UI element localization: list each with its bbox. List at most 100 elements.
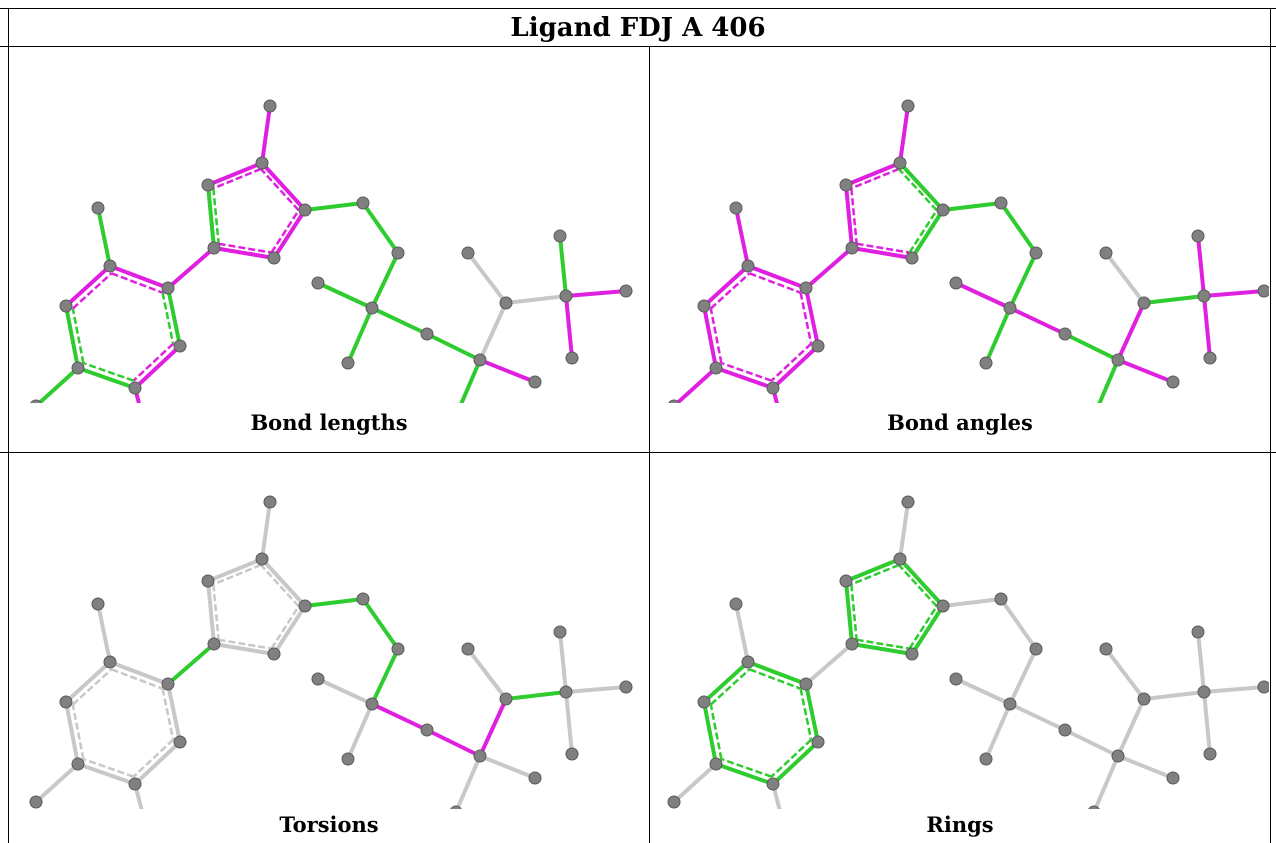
grid-line-header xyxy=(0,46,1276,47)
bond-8 xyxy=(1008,251,1038,310)
bond-2-inner xyxy=(212,584,220,640)
bond-1 xyxy=(206,557,264,583)
bond-18 xyxy=(1196,234,1206,298)
bond-1-inner xyxy=(850,167,900,190)
bond-7 xyxy=(361,597,400,651)
atom-8 xyxy=(1003,697,1017,711)
atom-8 xyxy=(1003,301,1017,315)
atom-20 xyxy=(565,747,579,761)
atom-10 xyxy=(979,356,993,370)
atom-22 xyxy=(173,339,187,353)
atom-14 xyxy=(1088,805,1100,809)
atom-21 xyxy=(799,677,813,691)
bond-9 xyxy=(316,281,374,310)
bond-4-inner xyxy=(908,605,938,650)
atom-26 xyxy=(741,259,755,273)
bond-16 xyxy=(466,251,508,305)
atom-4 xyxy=(267,251,281,265)
atom-18 xyxy=(559,685,573,699)
bond-12 xyxy=(425,728,482,758)
bond-9 xyxy=(316,677,374,706)
bond-8 xyxy=(370,647,400,706)
bond-25 xyxy=(64,700,80,766)
atom-4 xyxy=(267,647,281,661)
atom-23 xyxy=(766,777,780,791)
atom-5 xyxy=(936,203,950,217)
bond-12 xyxy=(1063,332,1120,362)
atom-17 xyxy=(553,625,567,639)
atom-7 xyxy=(391,246,405,260)
bond-24-inner xyxy=(82,757,134,778)
bond-19 xyxy=(564,685,628,694)
atom-19 xyxy=(619,680,633,694)
bond-15 xyxy=(478,301,508,362)
bond-3-inner xyxy=(218,638,272,650)
bond-5-inner xyxy=(897,564,938,608)
bond-24-inner xyxy=(720,757,772,778)
panel-torsions: Torsions xyxy=(10,454,648,843)
bond-2-inner xyxy=(850,188,858,244)
bond-4 xyxy=(272,208,307,260)
bond-21 xyxy=(166,246,216,290)
bond-14 xyxy=(459,358,482,403)
bond-16 xyxy=(1104,647,1146,701)
bond-0 xyxy=(898,500,910,561)
atom-14 xyxy=(450,805,462,809)
bond-27-inner xyxy=(749,668,802,690)
atom-9 xyxy=(311,276,325,290)
bond-17 xyxy=(504,294,568,305)
bond-2 xyxy=(206,579,216,646)
atom-21 xyxy=(161,677,175,691)
bond-30 xyxy=(133,386,141,403)
atom-13 xyxy=(528,771,542,785)
panel-bond-angles: Bond angles xyxy=(651,48,1269,451)
atom-6 xyxy=(356,196,370,210)
bond-18 xyxy=(558,234,568,298)
bond-11 xyxy=(1008,702,1067,732)
bond-22 xyxy=(804,286,820,348)
bond-0 xyxy=(260,500,272,561)
atom-9 xyxy=(311,672,325,686)
atom-16 xyxy=(461,642,475,656)
bond-30 xyxy=(133,782,144,809)
bond-29 xyxy=(36,366,80,403)
bond-11 xyxy=(370,702,429,732)
bond-24 xyxy=(714,366,775,390)
bond-4 xyxy=(272,604,307,656)
bond-25-inner xyxy=(71,308,85,364)
bond-1 xyxy=(844,557,902,583)
atom-20 xyxy=(1203,351,1217,365)
bond-1-inner xyxy=(212,563,262,586)
atom-20 xyxy=(565,351,579,365)
bond-17 xyxy=(1142,294,1206,305)
bond-24 xyxy=(714,762,775,786)
bond-27-inner xyxy=(111,272,164,294)
bond-22 xyxy=(804,682,820,744)
atom-0 xyxy=(901,495,915,509)
caption-torsions: Torsions xyxy=(279,812,379,837)
bond-2 xyxy=(206,183,216,250)
bond-5 xyxy=(898,557,945,608)
atom-27 xyxy=(91,201,105,215)
bond-5 xyxy=(260,161,307,212)
bond-20 xyxy=(564,294,574,360)
atom-6 xyxy=(994,196,1008,210)
bond-6 xyxy=(941,201,1003,212)
bond-12 xyxy=(425,332,482,362)
bond-22-inner xyxy=(161,688,175,740)
bond-21 xyxy=(166,642,216,686)
bond-25-inner xyxy=(71,704,85,760)
molecule-bond-angles xyxy=(668,99,1269,403)
atom-9 xyxy=(949,672,963,686)
bond-7 xyxy=(361,201,400,255)
bond-26-inner xyxy=(71,272,113,310)
atom-11 xyxy=(420,723,434,737)
bond-25-inner xyxy=(709,704,723,760)
bond-9 xyxy=(954,281,1012,310)
bond-5-inner xyxy=(259,564,300,608)
bond-20 xyxy=(564,690,574,756)
bond-30 xyxy=(771,782,782,809)
atom-18 xyxy=(1197,685,1211,699)
bond-17 xyxy=(1142,690,1206,701)
bond-19 xyxy=(564,289,628,298)
